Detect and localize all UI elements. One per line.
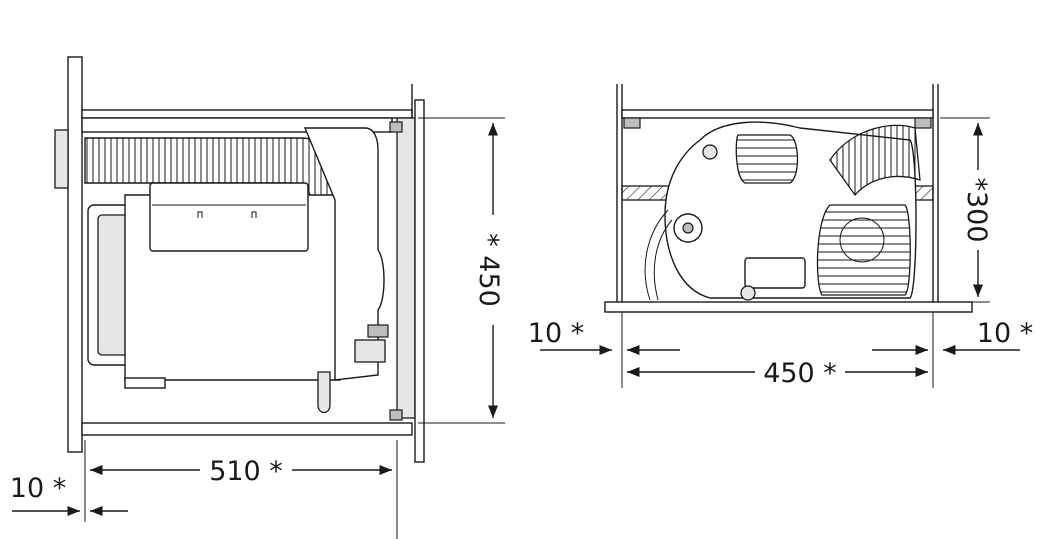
wall-flange	[54, 129, 69, 189]
height-label-450: * 450	[473, 233, 504, 307]
offset-label-10: 10 *	[10, 473, 66, 504]
right-offset-label-10: 10 *	[977, 318, 1033, 349]
cabinet-floor	[604, 301, 973, 313]
cabinet-bottom-shelf	[81, 422, 413, 436]
right-front-view	[604, 84, 973, 313]
cabinet-top	[621, 109, 934, 119]
drain-pipe	[317, 371, 331, 414]
upper-vent-grille	[735, 134, 799, 184]
lower-knob-icon	[740, 285, 756, 301]
gas-connection	[367, 324, 389, 338]
rear-wall	[67, 56, 83, 453]
left-offset-label-10: 10 *	[528, 318, 584, 349]
height-label-300: *300	[961, 177, 992, 242]
unit-top-housing	[149, 182, 309, 252]
left-side-view	[54, 56, 425, 463]
left-dimensions: * 450 510 * 10 *	[10, 117, 505, 539]
width-label-450: 450 *	[763, 358, 837, 389]
upper-knob-icon	[702, 144, 718, 160]
cabinet-top-shelf	[81, 109, 413, 119]
width-label-510: 510 *	[209, 456, 283, 487]
front-frame	[396, 117, 416, 419]
right-dimensions: *300 450 * 10 * 10 *	[528, 117, 1033, 389]
lower-vent-grille	[816, 204, 911, 296]
front-flexible-duct	[829, 124, 921, 197]
unit-front-panel	[303, 127, 385, 381]
